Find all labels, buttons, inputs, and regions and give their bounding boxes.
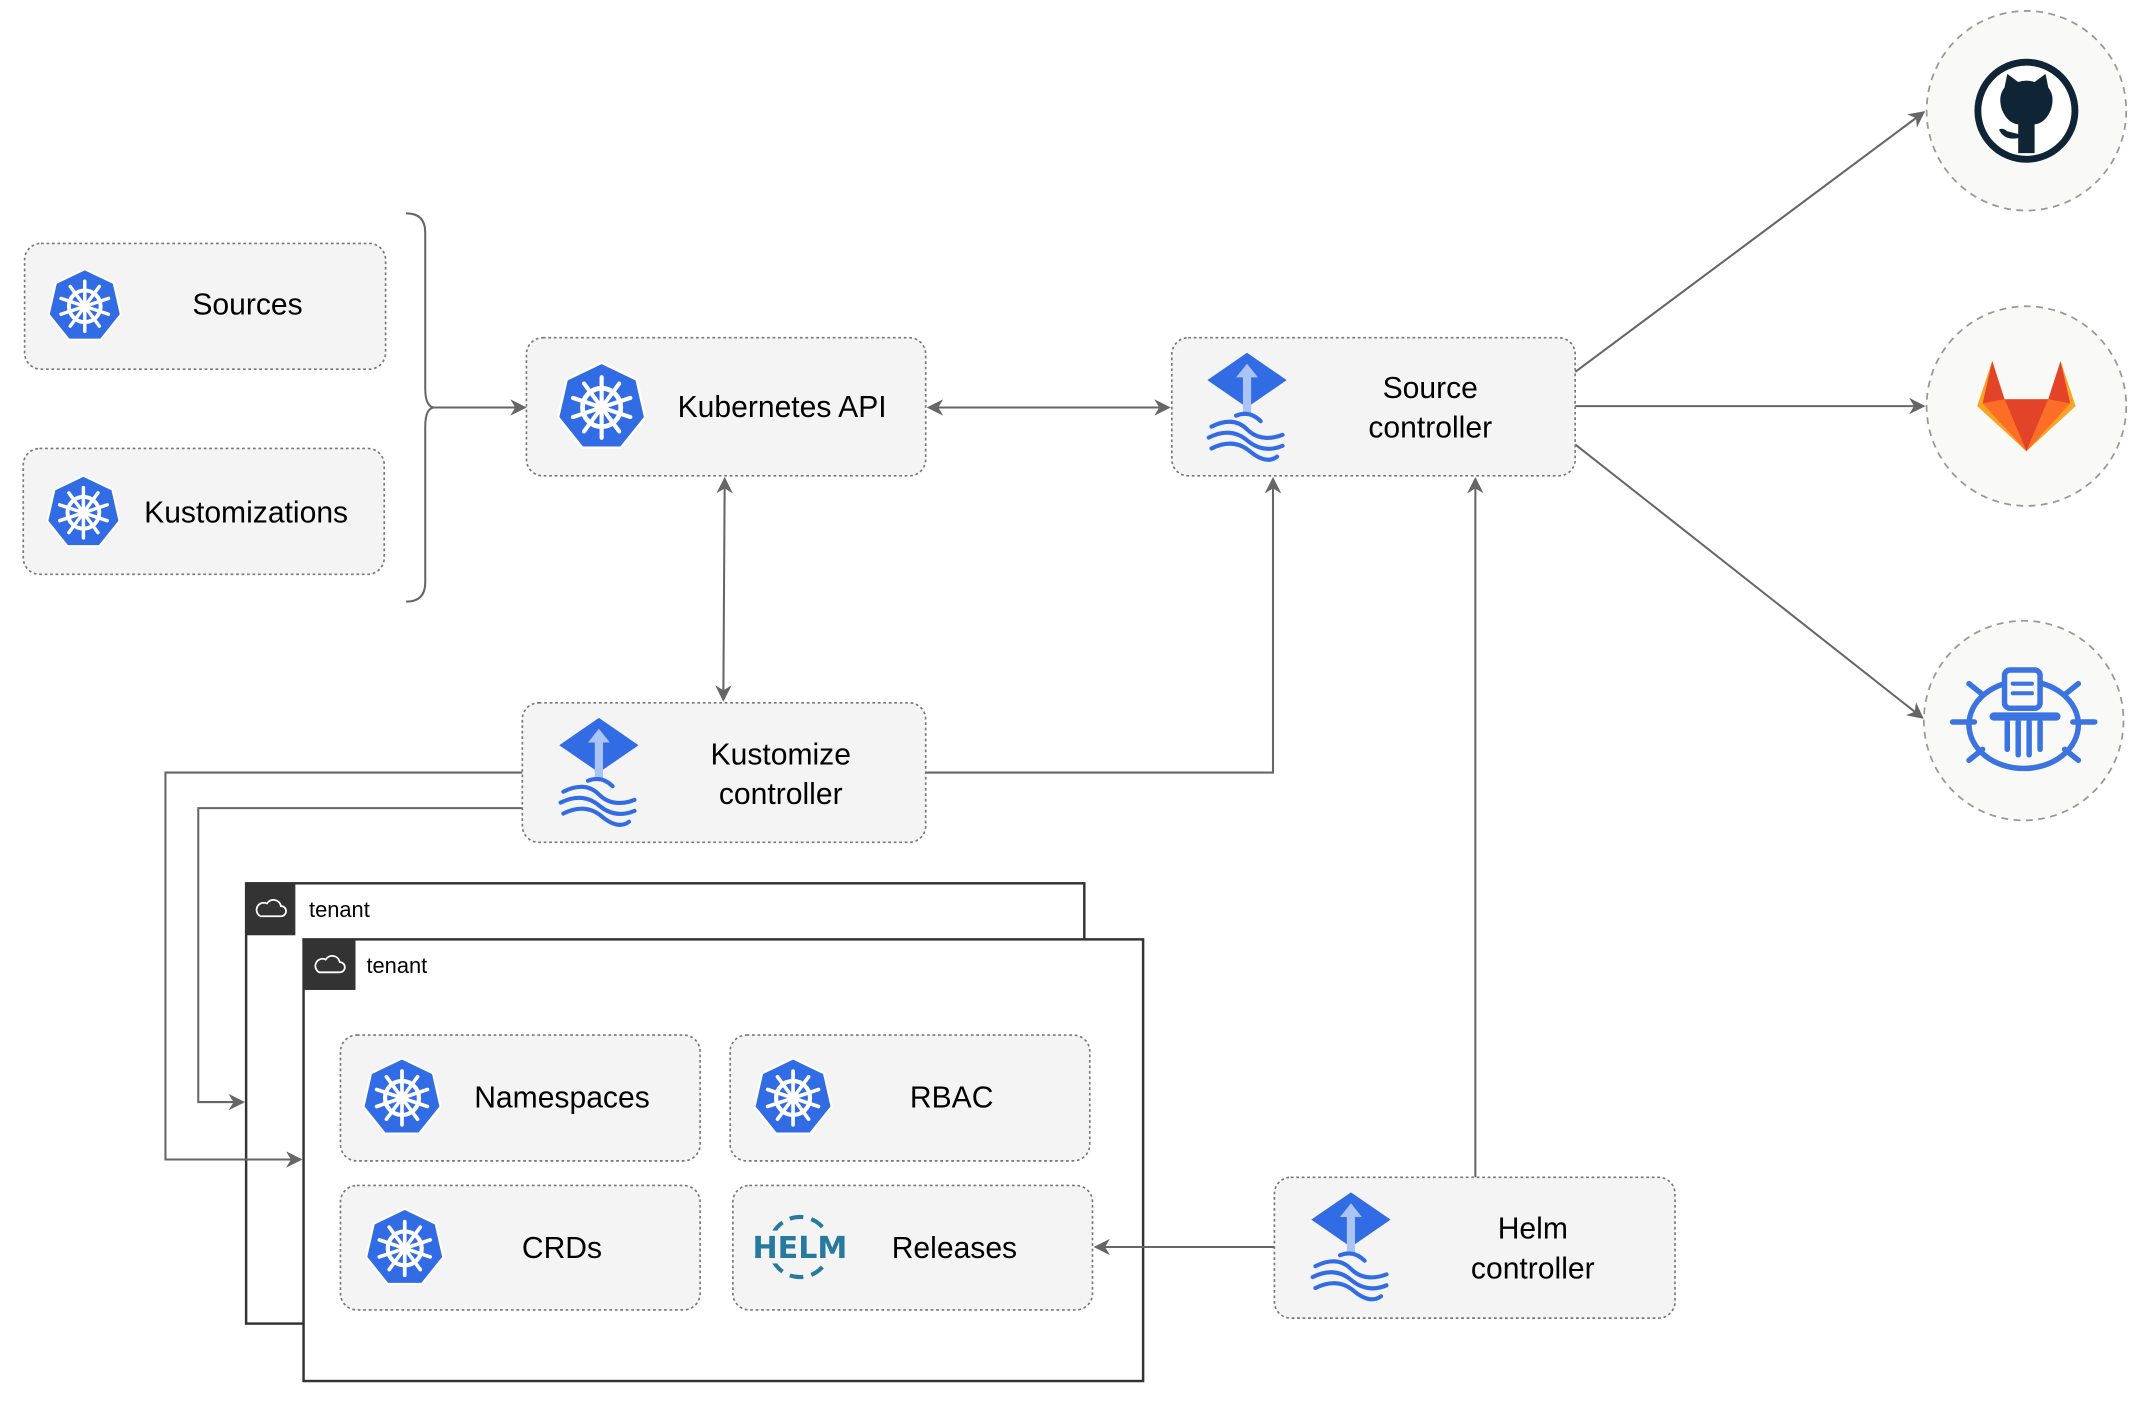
node-namespaces[interactable]: Namespaces — [339, 1034, 701, 1162]
edge-kustomize-to-tenant-back — [197, 807, 523, 1111]
external-gitlab[interactable] — [1925, 305, 2128, 507]
edge-source-to-github — [1574, 111, 1926, 373]
node-crds[interactable]: CRDs — [339, 1184, 701, 1311]
node-source-controller[interactable]: Source controller — [1170, 336, 1577, 477]
tenant-header-icon-bg — [303, 939, 356, 990]
node-label-line1: Helm — [1498, 1213, 1568, 1246]
node-label: Kustomizations — [144, 496, 348, 529]
node-sources[interactable]: Sources — [23, 242, 387, 371]
node-label-line2: controller — [719, 778, 843, 811]
grouping-brace — [406, 212, 435, 603]
external-bucket[interactable] — [1922, 619, 2125, 822]
node-label-line2: controller — [1471, 1252, 1595, 1285]
edge-kustomize-to-source — [925, 476, 1282, 774]
tenant-label: tenant — [366, 953, 427, 978]
node-kustomize-controller[interactable]: Kustomize controller — [521, 701, 927, 844]
node-kubernetes-api[interactable]: Kubernetes API — [525, 336, 927, 477]
node-releases[interactable]: HELM Releases — [732, 1184, 1094, 1311]
gitlab-icon — [1977, 360, 2076, 452]
node-label: Releases — [892, 1232, 1017, 1265]
bucket-icon — [1949, 667, 2098, 772]
edge-kustomize-to-tenant-front — [164, 771, 523, 1168]
svg-text:HELM: HELM — [752, 1231, 847, 1266]
external-github[interactable] — [1925, 10, 2128, 212]
node-label: Sources — [192, 288, 302, 321]
node-label: CRDs — [522, 1232, 602, 1265]
helm-icon: HELM — [752, 1214, 847, 1280]
node-label: Namespaces — [474, 1081, 650, 1114]
node-label-line1: Kustomize — [711, 738, 851, 771]
edge-api-kustomize-controller — [715, 476, 733, 702]
tenant-label: tenant — [309, 897, 370, 922]
node-helm-controller[interactable]: Helm controller — [1273, 1176, 1676, 1319]
node-label: Kubernetes API — [678, 391, 887, 424]
github-icon — [1974, 58, 2079, 163]
tenant-header-icon-bg — [246, 883, 296, 936]
node-kustomizations[interactable]: Kustomizations — [22, 447, 386, 576]
node-label: RBAC — [910, 1081, 994, 1114]
node-rbac[interactable]: RBAC — [729, 1034, 1091, 1162]
edge-source-to-bucket — [1574, 443, 1924, 719]
node-label-line2: controller — [1368, 411, 1492, 444]
node-label-line1: Source — [1383, 372, 1478, 405]
